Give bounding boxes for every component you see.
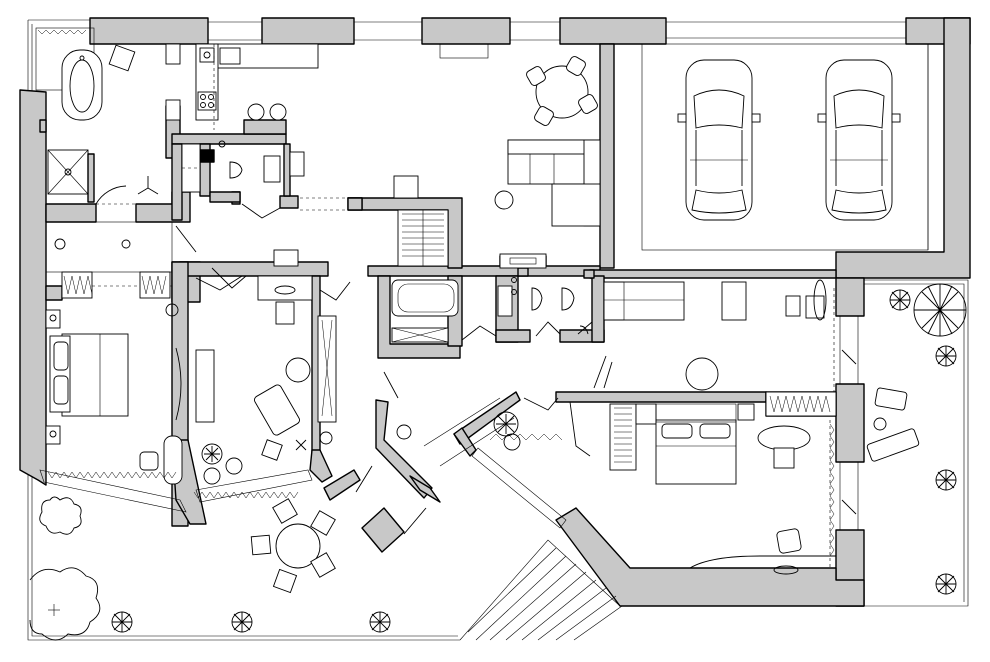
lounge-chair-icon xyxy=(866,387,920,462)
plant-icon xyxy=(493,411,521,451)
plant-icon xyxy=(231,611,253,633)
stool-icon xyxy=(247,103,265,121)
sink-icon xyxy=(263,155,281,183)
garden xyxy=(29,496,391,641)
entry-hall xyxy=(355,371,521,535)
kitchen xyxy=(195,43,601,269)
car-icon xyxy=(677,59,761,221)
fan-icon xyxy=(137,176,159,195)
bathroom-middle xyxy=(391,277,593,343)
plant-icon xyxy=(889,289,911,311)
armchair-icon xyxy=(254,384,300,436)
bed-icon xyxy=(603,281,685,321)
chair-icon xyxy=(108,44,136,72)
chair-icon xyxy=(805,295,825,319)
toilet-icon xyxy=(531,287,543,311)
bathtub-icon xyxy=(391,279,459,317)
plant-icon xyxy=(935,573,957,595)
stove-icon xyxy=(197,91,217,111)
wardrobe xyxy=(397,209,449,267)
chair-icon xyxy=(776,528,802,554)
bathroom-master xyxy=(35,27,181,205)
bathtub-icon xyxy=(61,49,103,121)
hall xyxy=(45,203,247,299)
bedroom-4 xyxy=(471,401,836,575)
bedroom-2 xyxy=(193,249,351,503)
chair-icon xyxy=(275,301,295,325)
tree-icon xyxy=(29,567,101,641)
plant-icon xyxy=(111,611,133,633)
garden-right xyxy=(839,283,967,595)
plant-icon xyxy=(935,469,957,491)
chair-icon xyxy=(139,451,159,471)
tree-icon xyxy=(913,283,967,337)
car-icon xyxy=(817,59,901,221)
sofa-icon xyxy=(507,139,601,227)
stool-icon xyxy=(269,103,287,121)
bedroom-3 xyxy=(523,279,837,417)
garage xyxy=(641,43,929,251)
bidet-icon xyxy=(561,287,575,311)
plant-icon xyxy=(369,611,391,633)
wc-top xyxy=(181,140,305,219)
plant-icon xyxy=(935,345,957,367)
toilet-icon xyxy=(229,161,243,179)
outdoor-table-icon xyxy=(250,498,336,594)
bed-icon xyxy=(49,333,129,417)
sink-icon xyxy=(199,47,215,63)
stairs xyxy=(459,539,623,641)
plant-icon xyxy=(201,443,243,485)
bedroom-1 xyxy=(39,303,215,513)
chair-icon xyxy=(773,447,795,469)
dining-table-icon xyxy=(526,56,598,126)
bed-icon xyxy=(655,403,737,485)
tree-icon xyxy=(39,496,82,535)
